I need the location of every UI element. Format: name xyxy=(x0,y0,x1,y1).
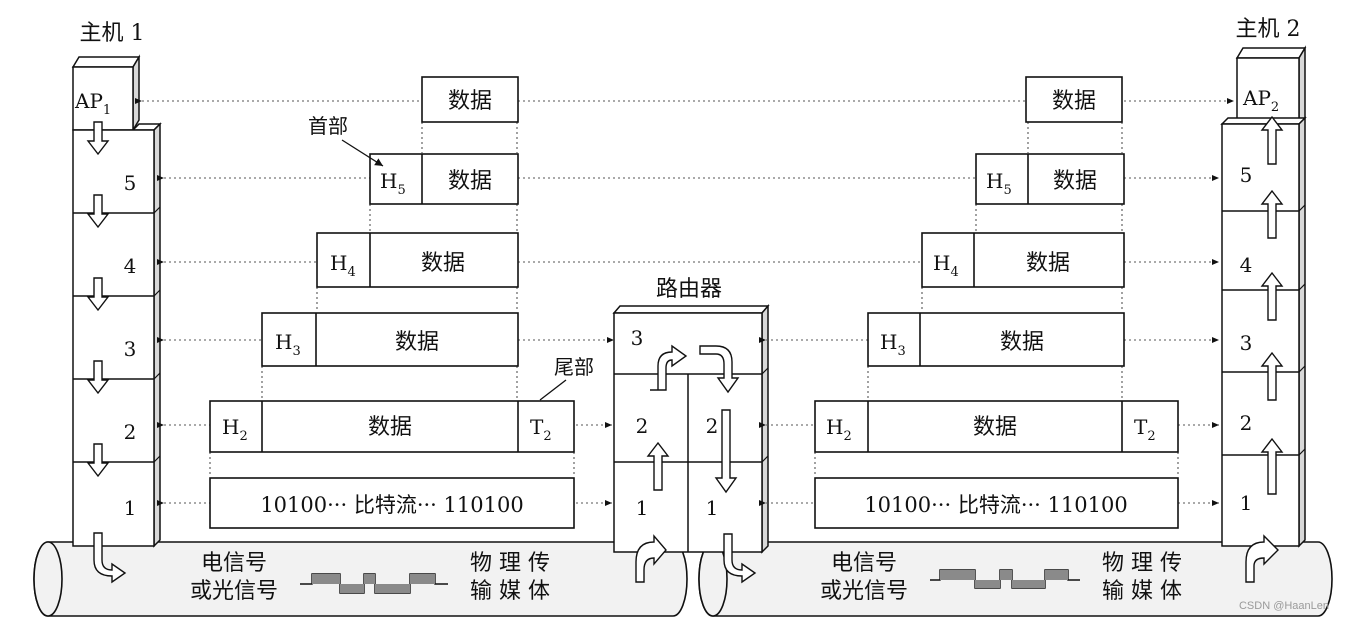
watermark-text: CSDN @HaanLen xyxy=(1239,600,1329,612)
trailer-label: 尾部 xyxy=(554,355,594,379)
router-layer-2-left: 2 xyxy=(636,414,649,438)
host2-layer-3: 3 xyxy=(1240,331,1253,355)
trailer-pointer-line xyxy=(539,379,567,401)
right-pipe xyxy=(698,541,1333,617)
media-label-line2: 输 媒 体 xyxy=(470,579,550,604)
right-l2-data: 数据 xyxy=(1000,330,1044,355)
host2-layer-5: 5 xyxy=(1240,163,1253,187)
host1-stack xyxy=(71,54,162,548)
right-l4-data: 数据 xyxy=(1053,169,1097,194)
left-l3-data: 数据 xyxy=(421,251,465,276)
right-h5: H5 xyxy=(986,169,1012,198)
host2-ap-label: AP2 xyxy=(1242,86,1279,115)
host1-ap-label: AP1 xyxy=(74,89,111,118)
media-label-line2-right: 输 媒 体 xyxy=(1102,579,1182,604)
left-t2: T2 xyxy=(530,415,552,444)
right-pdu-boxes xyxy=(814,76,1179,529)
host1-layer-1: 1 xyxy=(124,496,137,520)
right-h2: H2 xyxy=(826,415,852,444)
left-h2: H2 xyxy=(222,415,248,444)
right-bitstream: 10100··· 比特流··· 110100 xyxy=(864,493,1127,517)
host2-up-arrows xyxy=(1245,115,1284,583)
host1-down-arrows xyxy=(86,121,127,584)
media-label-line1-right: 物 理 传 xyxy=(1102,551,1182,576)
router-stack xyxy=(612,303,770,554)
router-layer-1-right: 1 xyxy=(706,496,719,520)
left-l4-data: 数据 xyxy=(448,169,492,194)
host2-title: 主机 2 xyxy=(1236,17,1301,42)
router-layer-2-right: 2 xyxy=(706,414,719,438)
left-pdu-boxes xyxy=(209,76,575,529)
router-layer-1-left: 1 xyxy=(636,496,649,520)
media-label-line1: 物 理 传 xyxy=(470,551,550,576)
host1-layer-4: 4 xyxy=(124,254,137,278)
signal-label-line1: 电信号 xyxy=(201,551,267,576)
signal-label-line2-right: 或光信号 xyxy=(820,579,908,604)
right-l3-data: 数据 xyxy=(1026,251,1070,276)
signal-label-line2: 或光信号 xyxy=(190,579,278,604)
host1-layer-2: 2 xyxy=(124,420,137,444)
host2-layer-4: 4 xyxy=(1240,253,1253,277)
left-h5: H5 xyxy=(380,169,406,198)
router-flow-arrows xyxy=(635,344,757,584)
host2-layer-1: 1 xyxy=(1240,491,1253,515)
right-t2: T2 xyxy=(1134,415,1156,444)
router-title: 路由器 xyxy=(656,277,722,302)
host2-layer-2: 2 xyxy=(1240,411,1253,435)
host1-layer-3: 3 xyxy=(124,337,137,361)
router-layer-3: 3 xyxy=(631,326,644,350)
right-l5-data: 数据 xyxy=(1052,89,1096,114)
left-h3: H3 xyxy=(275,330,301,359)
right-frame-data: 数据 xyxy=(973,415,1017,440)
left-l2-data: 数据 xyxy=(395,330,439,355)
vertical-guide-lines xyxy=(209,122,1179,477)
left-pipe xyxy=(33,541,688,617)
host2-stack xyxy=(1220,45,1307,548)
signal-waveform-right xyxy=(930,569,1080,589)
right-h4: H4 xyxy=(933,251,959,280)
signal-label-line1-right: 电信号 xyxy=(831,551,897,576)
host1-layer-5: 5 xyxy=(124,171,137,195)
peer-dotted-lines xyxy=(135,98,1234,506)
left-l5-data: 数据 xyxy=(448,89,492,114)
host1-title: 主机 1 xyxy=(80,21,145,46)
header-pointer-arrow xyxy=(341,139,384,167)
right-h3: H3 xyxy=(880,330,906,359)
left-frame-data: 数据 xyxy=(368,415,412,440)
left-bitstream: 10100··· 比特流··· 110100 xyxy=(260,493,523,517)
left-h4: H4 xyxy=(330,251,356,280)
header-label: 首部 xyxy=(308,114,348,138)
signal-waveform-left xyxy=(300,573,448,594)
